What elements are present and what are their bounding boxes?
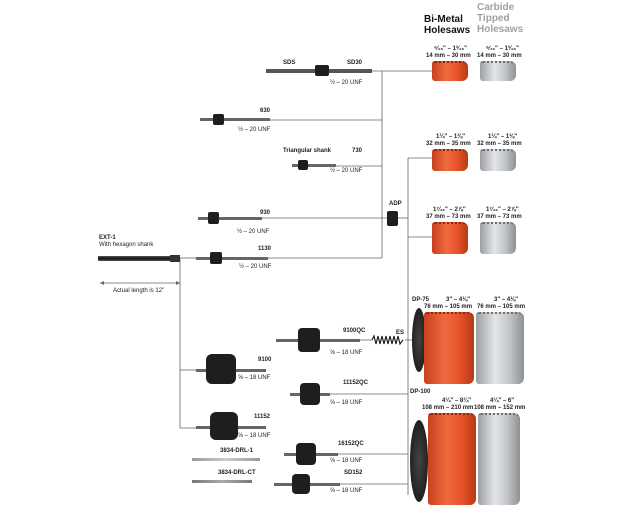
label-730-thread: ½ – 20 UNF	[330, 168, 363, 174]
drill-drlct-image	[192, 480, 252, 483]
range4-carbide-mm: 76 mm – 105 mm	[477, 304, 526, 310]
label-1130-thread: ½ – 20 UNF	[239, 264, 272, 270]
label-930: 930	[260, 210, 271, 216]
label-9100qc: 9100QC	[343, 328, 366, 334]
label-adp: ADP	[389, 201, 402, 207]
label-9100qc-thread: ⅝ – 18 UNF	[330, 350, 363, 356]
range5-carbide-mm: 108 mm – 152 mm	[474, 405, 526, 411]
arbor-11152-body	[210, 412, 238, 440]
label-drlct: 3834-DRL-CT	[218, 470, 256, 476]
label-11152-thread: ⅝ – 18 UNF	[238, 433, 271, 439]
carbide-header: Carbide Tipped Holesaws	[477, 2, 523, 35]
label-sd30: SD30	[347, 60, 363, 66]
holesaw-carbide-3-image	[480, 222, 516, 254]
carbide-header-line3: Holesaws	[477, 24, 524, 35]
range3-bimetal-mm: 37 mm – 73 mm	[426, 214, 471, 220]
label-11152qc: 11152QC	[343, 380, 369, 386]
label-730: 730	[352, 148, 363, 154]
holesaw-bimetal-5-image	[428, 413, 476, 505]
ext1-hex-end	[170, 255, 180, 262]
label-11152: 11152	[254, 414, 271, 420]
label-sd30-thread: ½ – 20 UNF	[330, 80, 363, 86]
label-dp100: DP-100	[410, 389, 431, 395]
range2-bimetal-mm: 32 mm – 35 mm	[426, 141, 471, 147]
arbor-11152qc-body	[300, 383, 320, 405]
plate-dp100-image	[410, 420, 428, 502]
adapter-adp-image	[387, 211, 398, 226]
label-es: ES	[396, 330, 405, 336]
arbor-630-image	[200, 118, 270, 121]
range4-carbide-in: 3" – 4⅛"	[494, 297, 519, 303]
label-630-thread: ½ – 20 UNF	[238, 127, 271, 133]
ext1-code: EXT-1	[99, 235, 116, 241]
arbor-930-body	[208, 212, 219, 224]
range2-bimetal-in: 1¼" – 1⅜"	[436, 134, 466, 140]
arbor-630-body	[213, 114, 224, 125]
holesaw-bimetal-3-image	[432, 222, 468, 254]
label-9100: 9100	[258, 357, 272, 363]
holesaw-carbide-5-image	[478, 413, 520, 505]
holesaw-bimetal-2-image	[432, 149, 468, 171]
ext1-length-note: Actual length is 12"	[113, 288, 165, 294]
bimetal-header-line2: Holesaws	[424, 25, 471, 36]
range3-carbide-mm: 37 mm – 73 mm	[477, 214, 522, 220]
label-16152qc-thread: ⅝ – 18 UNF	[330, 458, 363, 464]
label-drl1: 3834-DRL-1	[220, 448, 254, 454]
label-dp75: DP-75	[412, 297, 430, 303]
range4-bimetal-mm: 76 mm – 105 mm	[424, 304, 473, 310]
carbide-header-line2: Tipped	[477, 13, 510, 24]
range5-bimetal-mm: 108 mm – 210 mm	[422, 405, 474, 411]
holesaw-carbide-1-image	[480, 61, 516, 81]
label-930-thread: ½ – 20 UNF	[237, 229, 270, 235]
arbor-sd152-body	[292, 474, 310, 494]
arbor-930-image	[198, 217, 262, 220]
label-1130: 1130	[258, 246, 272, 252]
arbor-9100-body	[206, 354, 236, 384]
arbor-730-body	[298, 160, 308, 170]
range2-carbide-mm: 32 mm – 35 mm	[477, 141, 522, 147]
holesaw-bimetal-1-image	[432, 61, 468, 81]
carbide-header-line1: Carbide	[477, 2, 515, 13]
label-sd152: SD152	[344, 470, 363, 476]
range5-bimetal-in: 4¼" – 8¼"	[442, 398, 472, 404]
holesaw-carbide-2-image	[480, 149, 516, 171]
label-sds: SDS	[283, 60, 296, 66]
drill-drl1-image	[192, 458, 260, 461]
range3-bimetal-in: 1⁷⁄₁₆" – 2⅞"	[433, 207, 466, 213]
arbor-1130-image	[196, 257, 268, 260]
label-16152qc: 16152QC	[338, 441, 364, 447]
holesaw-carbide-4-image	[476, 312, 524, 384]
label-630: 630	[260, 108, 271, 114]
ext1-desc: With hexagon shank	[99, 242, 154, 248]
holesaw-bimetal-4-image	[424, 312, 474, 384]
range3-carbide-in: 1⁷⁄₁₆" – 2⅞"	[486, 207, 519, 213]
plate-dp75-image	[412, 308, 426, 372]
label-11152qc-thread: ⅝ – 18 UNF	[330, 400, 363, 406]
range5-carbide-in: 4¼" – 6"	[490, 398, 515, 404]
range4-bimetal-in: 3" – 4⅛"	[446, 297, 471, 303]
range2-carbide-in: 1¼" – 1⅜"	[488, 134, 518, 140]
bimetal-header: Bi-Metal Holesaws	[424, 14, 470, 36]
range1-carbide-in: ⁹⁄₁₆" – 1³⁄₁₆"	[486, 46, 519, 52]
range1-bimetal-mm: 14 mm – 30 mm	[426, 53, 471, 59]
arbor-sd30-body	[315, 65, 329, 76]
ext1-extension-image	[98, 256, 178, 261]
range1-carbide-mm: 14 mm – 30 mm	[477, 53, 522, 59]
label-tri-shank: Triangular shank	[283, 148, 332, 154]
label-9100-thread: ⅝ – 18 UNF	[238, 375, 271, 381]
range1-bimetal-in: ⁹⁄₁₆" – 1³⁄₁₆"	[434, 46, 467, 52]
arbor-16152qc-body	[296, 443, 316, 465]
bimetal-header-line1: Bi-Metal	[424, 14, 463, 25]
arbor-730-image	[292, 164, 336, 167]
label-sd152-thread: ⅝ – 18 UNF	[330, 488, 363, 494]
arbor-9100qc-body	[298, 328, 320, 352]
arbor-1130-body	[210, 252, 222, 264]
